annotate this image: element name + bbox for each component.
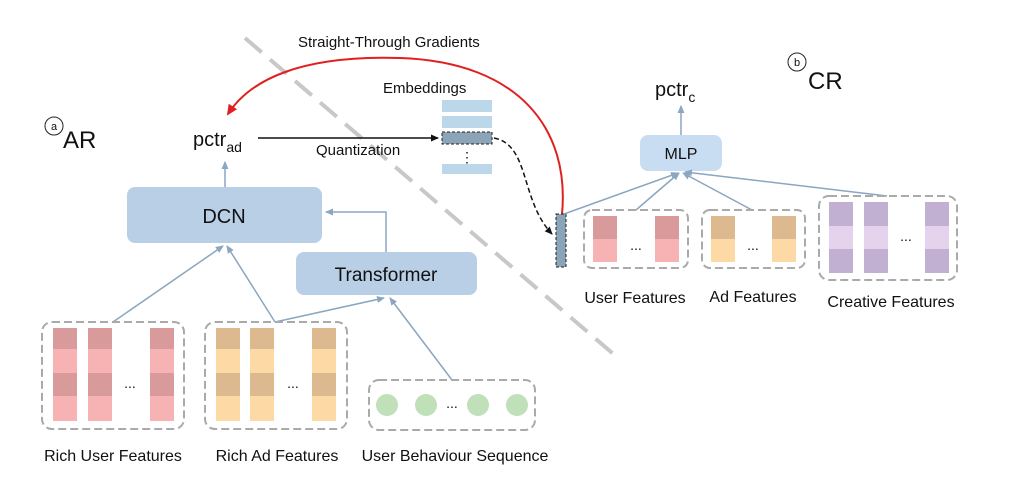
- rich-user-column: [150, 328, 174, 421]
- embeddings-table: ⋮: [441, 100, 493, 174]
- dcn-label: DCN: [202, 206, 245, 228]
- creative-ellipsis: ...: [900, 228, 912, 244]
- rich-user-ellipsis: ...: [124, 375, 136, 391]
- rich-ad-to-dcn: [226, 245, 276, 323]
- pctr-ad-sub: ad: [226, 139, 242, 155]
- cr-user-label: User Features: [584, 290, 685, 307]
- quantization-label: Quantization: [316, 142, 400, 159]
- embedding-to-token-arrow: [493, 137, 553, 235]
- pctr-c-main: pctr: [655, 79, 689, 101]
- rich-user-label: Rich User Features: [44, 448, 182, 465]
- behaviour-dot: [376, 394, 398, 416]
- selected-embedding: [441, 131, 493, 145]
- rich-user-column: [88, 328, 112, 421]
- ad-to-mlp: [682, 172, 753, 211]
- rich-user-to-dcn: [112, 245, 224, 323]
- behaviour-dot: [415, 394, 437, 416]
- svg-text:pctrc: pctrc: [655, 79, 695, 105]
- section-ar-label: AR: [63, 127, 96, 154]
- section-ar-marker: a: [51, 121, 58, 133]
- section-ar: a AR: [44, 116, 96, 154]
- svg-text:pctrad: pctrad: [193, 129, 242, 155]
- cr-ad-column: [772, 216, 796, 262]
- behaviour-dot: [506, 394, 528, 416]
- creative-column: [864, 202, 888, 273]
- user-to-mlp: [635, 172, 680, 211]
- section-cr: b CR: [787, 52, 843, 95]
- creative-column: [925, 202, 949, 273]
- transformer-to-dcn-arrow: [325, 208, 387, 252]
- rich-ad-features: ...: [204, 321, 348, 430]
- rich-ad-to-transformer: [274, 296, 385, 323]
- pctr-ad-main: pctr: [193, 129, 227, 151]
- embedding-vdots: ⋮: [460, 149, 474, 165]
- mlp-box: [640, 135, 722, 171]
- embeddings-label: Embeddings: [383, 80, 466, 97]
- mlp-label: MLP: [665, 146, 698, 163]
- rich-ad-column: [250, 328, 274, 421]
- transformer-label: Transformer: [335, 265, 438, 286]
- pctr-c: pctrc: [655, 79, 695, 105]
- rich-ad-column: [312, 328, 336, 421]
- cr-ad-column: [711, 216, 735, 262]
- section-cr-marker: b: [794, 57, 800, 69]
- cr-ad-label: Ad Features: [709, 289, 796, 306]
- cr-ad-ellipsis: ...: [747, 237, 759, 253]
- token-to-mlp: [563, 172, 679, 215]
- cr-user-column: [655, 216, 679, 262]
- transformer-box: [296, 252, 477, 295]
- gradient-arrow: [226, 56, 564, 215]
- rich-user-features: ...: [41, 321, 185, 430]
- cr-creative-features: ...: [818, 195, 958, 281]
- behaviour-label: User Behaviour Sequence: [362, 448, 549, 465]
- cr-user-ellipsis: ...: [630, 237, 642, 253]
- creative-to-mlp: [684, 169, 888, 197]
- rich-ad-column: [216, 328, 240, 421]
- divider-line: [243, 36, 620, 360]
- cr-user-column: [593, 216, 617, 262]
- section-cr-label: CR: [808, 68, 843, 95]
- behaviour-ellipsis: ...: [446, 395, 458, 411]
- ad-token: [555, 213, 567, 268]
- rich-ad-ellipsis: ...: [287, 375, 299, 391]
- cr-creative-label: Creative Features: [827, 294, 954, 311]
- rich-user-column: [53, 328, 77, 421]
- rich-ad-label: Rich Ad Features: [216, 448, 339, 465]
- pctr-ad: pctrad: [193, 129, 242, 155]
- cr-ad-features: ...: [701, 209, 806, 269]
- creative-column: [829, 202, 853, 273]
- dcn-box: [127, 187, 322, 243]
- behaviour-to-transformer: [389, 297, 453, 381]
- straight-through-label: Straight-Through Gradients: [298, 34, 480, 51]
- cr-user-features: ...: [583, 209, 689, 269]
- behaviour-dot: [467, 394, 489, 416]
- pctr-c-sub: c: [688, 89, 695, 105]
- behaviour-sequence: ...: [368, 379, 536, 431]
